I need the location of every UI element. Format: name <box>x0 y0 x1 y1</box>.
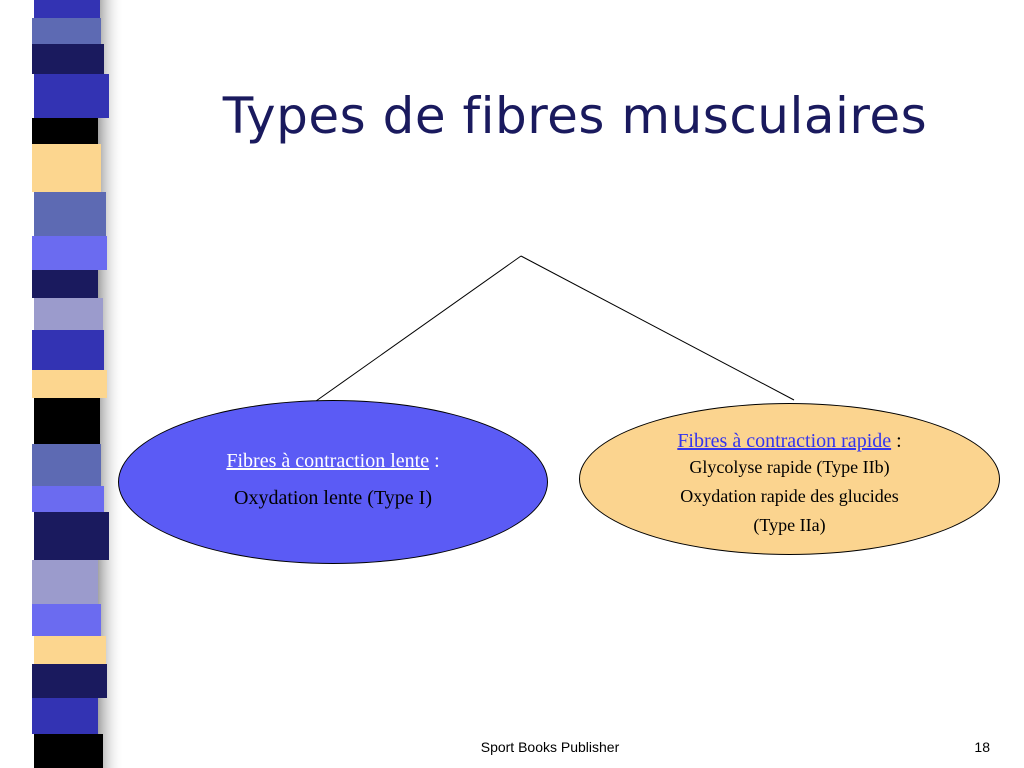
connector-line-right <box>520 255 795 401</box>
band-stripe <box>32 18 101 44</box>
connector-line-left <box>315 255 522 402</box>
band-stripe <box>32 560 98 604</box>
fast-twitch-heading: Fibres à contraction rapide : <box>677 429 901 453</box>
band-stripe <box>34 398 100 444</box>
band-stripe <box>34 298 103 330</box>
band-stripe <box>34 192 106 236</box>
band-stripe <box>32 604 101 636</box>
fast-twitch-line-3: (Type IIa) <box>753 515 826 535</box>
band-stripe <box>34 636 106 664</box>
band-stripe <box>34 0 100 18</box>
band-stripe <box>34 74 109 118</box>
band-stripe <box>32 486 104 512</box>
footer-publisher: Sport Books Publisher <box>480 739 620 755</box>
band-stripe <box>32 330 104 370</box>
band-stripe <box>32 236 107 270</box>
band-stripe <box>34 734 103 768</box>
band-stripe <box>32 118 98 144</box>
slide-title: Types de fibres musculaires <box>222 87 928 145</box>
slow-twitch-ellipse: Fibres à contraction lente : Oxydation l… <box>118 400 548 564</box>
band-stripe <box>32 270 98 298</box>
fast-twitch-line-2: Oxydation rapide des glucides <box>680 486 899 506</box>
band-stripe <box>32 44 104 74</box>
band-stripe <box>32 444 101 486</box>
band-stripe <box>32 698 98 734</box>
slow-twitch-heading: Fibres à contraction lente : <box>226 449 439 473</box>
band-stripe <box>34 512 109 560</box>
band-stripe <box>32 144 101 192</box>
footer-page-number: 18 <box>974 739 990 755</box>
slow-twitch-colon: : <box>429 450 440 472</box>
fast-twitch-line-1: Glycolyse rapide (Type IIb) <box>689 457 890 477</box>
fast-twitch-colon: : <box>891 430 902 452</box>
band-stripe <box>32 664 107 698</box>
fast-twitch-link[interactable]: Fibres à contraction rapide <box>677 430 892 452</box>
slow-twitch-description: Oxydation lente (Type I) <box>234 487 432 509</box>
fast-twitch-ellipse: Fibres à contraction rapide : Glycolyse … <box>579 403 1000 555</box>
decorative-left-band <box>32 0 124 768</box>
slow-twitch-link[interactable]: Fibres à contraction lente <box>226 450 430 472</box>
band-stripe <box>32 370 107 398</box>
